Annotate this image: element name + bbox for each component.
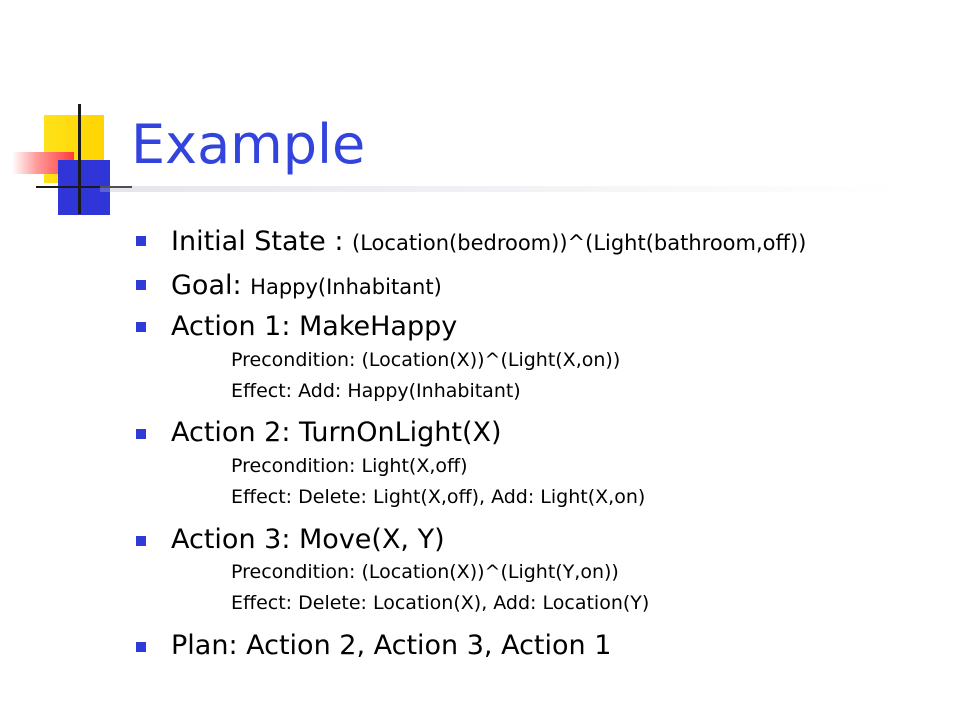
decorative-vertical-line — [78, 104, 81, 214]
decorative-title-underline — [100, 186, 900, 192]
list-item-action-2: Action 2: TurnOnLight(X) — [171, 417, 502, 448]
bullet-marker — [136, 280, 146, 290]
action-1-effect: Effect: Add: Happy(Inhabitant) — [231, 380, 521, 402]
list-item-detail: (Location(bedroom))^(Light(bathroom,off)… — [352, 231, 807, 255]
list-item-goal: Goal: Happy(Inhabitant) — [171, 272, 442, 299]
bullet-marker — [136, 536, 146, 546]
bullet-marker — [136, 322, 146, 332]
bullet-marker — [136, 642, 146, 652]
list-item-initial-state: Initial State : (Location(bedroom))^(Lig… — [171, 228, 806, 255]
action-3-effect: Effect: Delete: Location(X), Add: Locati… — [231, 592, 650, 614]
action-3-precondition: Precondition: (Location(X))^(Light(Y,on)… — [231, 561, 619, 583]
bullet-marker — [136, 236, 146, 246]
list-item-label: Initial State : — [171, 226, 353, 257]
action-2-effect: Effect: Delete: Light(X,off), Add: Light… — [231, 486, 646, 508]
slide-title: Example — [131, 113, 366, 176]
list-item-label: Goal: — [171, 270, 251, 301]
list-item-action-3: Action 3: Move(X, Y) — [171, 524, 445, 555]
list-item-detail: Happy(Inhabitant) — [250, 275, 442, 299]
action-2-precondition: Precondition: Light(X,off) — [231, 455, 468, 477]
list-item-plan: Plan: Action 2, Action 3, Action 1 — [171, 630, 612, 661]
decorative-horizontal-line — [36, 186, 132, 188]
list-item-action-1: Action 1: MakeHappy — [171, 311, 458, 342]
action-1-precondition: Precondition: (Location(X))^(Light(X,on)… — [231, 349, 621, 371]
bullet-marker — [136, 429, 146, 439]
